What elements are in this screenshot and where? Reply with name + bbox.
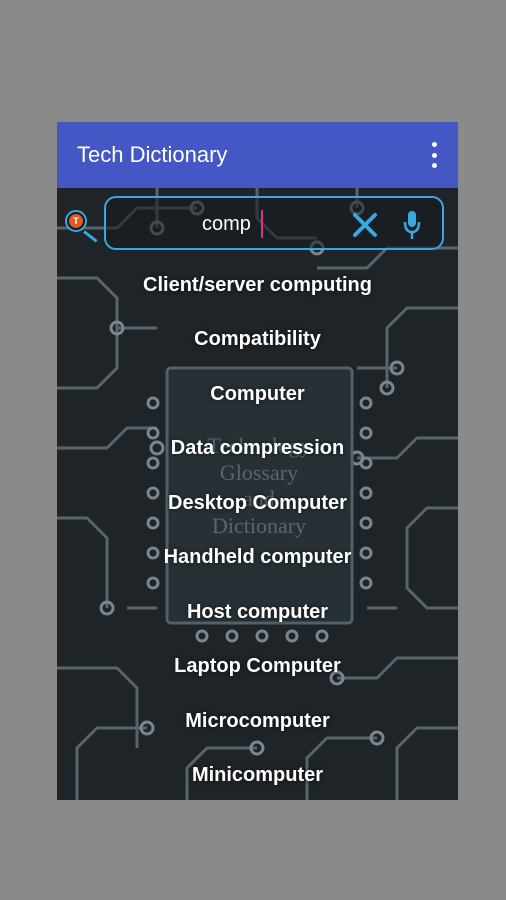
phone-screen: Tech Dictionary: [57, 122, 458, 800]
result-item[interactable]: Desktop Computer: [168, 491, 347, 514]
result-item[interactable]: Microcomputer: [185, 709, 330, 732]
app-title: Tech Dictionary: [77, 142, 228, 167]
logo-connector: [83, 230, 98, 243]
circuit-board-background: Technology Glossary and Dictionary: [57, 188, 458, 800]
result-item[interactable]: Laptop Computer: [174, 655, 341, 678]
app-bar: Tech Dictionary: [57, 122, 458, 188]
result-item[interactable]: Host computer: [186, 600, 329, 623]
result-item[interactable]: Computer: [210, 382, 305, 405]
search-area: T: [57, 196, 458, 258]
result-item[interactable]: Minicomputer: [191, 764, 324, 787]
svg-text:and: and: [243, 486, 275, 511]
search-input[interactable]: [202, 208, 342, 240]
result-item[interactable]: Compatibility: [194, 328, 321, 351]
results-list: Client/server computing Compatibility Co…: [57, 258, 458, 800]
search-box[interactable]: [104, 196, 444, 250]
result-item[interactable]: Data compression: [170, 437, 345, 460]
more-vert-icon[interactable]: [430, 142, 438, 168]
svg-text:Glossary: Glossary: [220, 460, 298, 485]
result-item[interactable]: Handheld computer: [163, 546, 352, 569]
svg-text:Dictionary: Dictionary: [212, 513, 306, 538]
app-logo-icon: T: [65, 210, 87, 232]
result-item[interactable]: Client/server computing: [143, 273, 372, 296]
close-icon[interactable]: [351, 211, 379, 239]
microphone-icon[interactable]: [402, 209, 422, 241]
svg-text:Technology: Technology: [207, 433, 311, 458]
text-caret: [261, 210, 263, 238]
